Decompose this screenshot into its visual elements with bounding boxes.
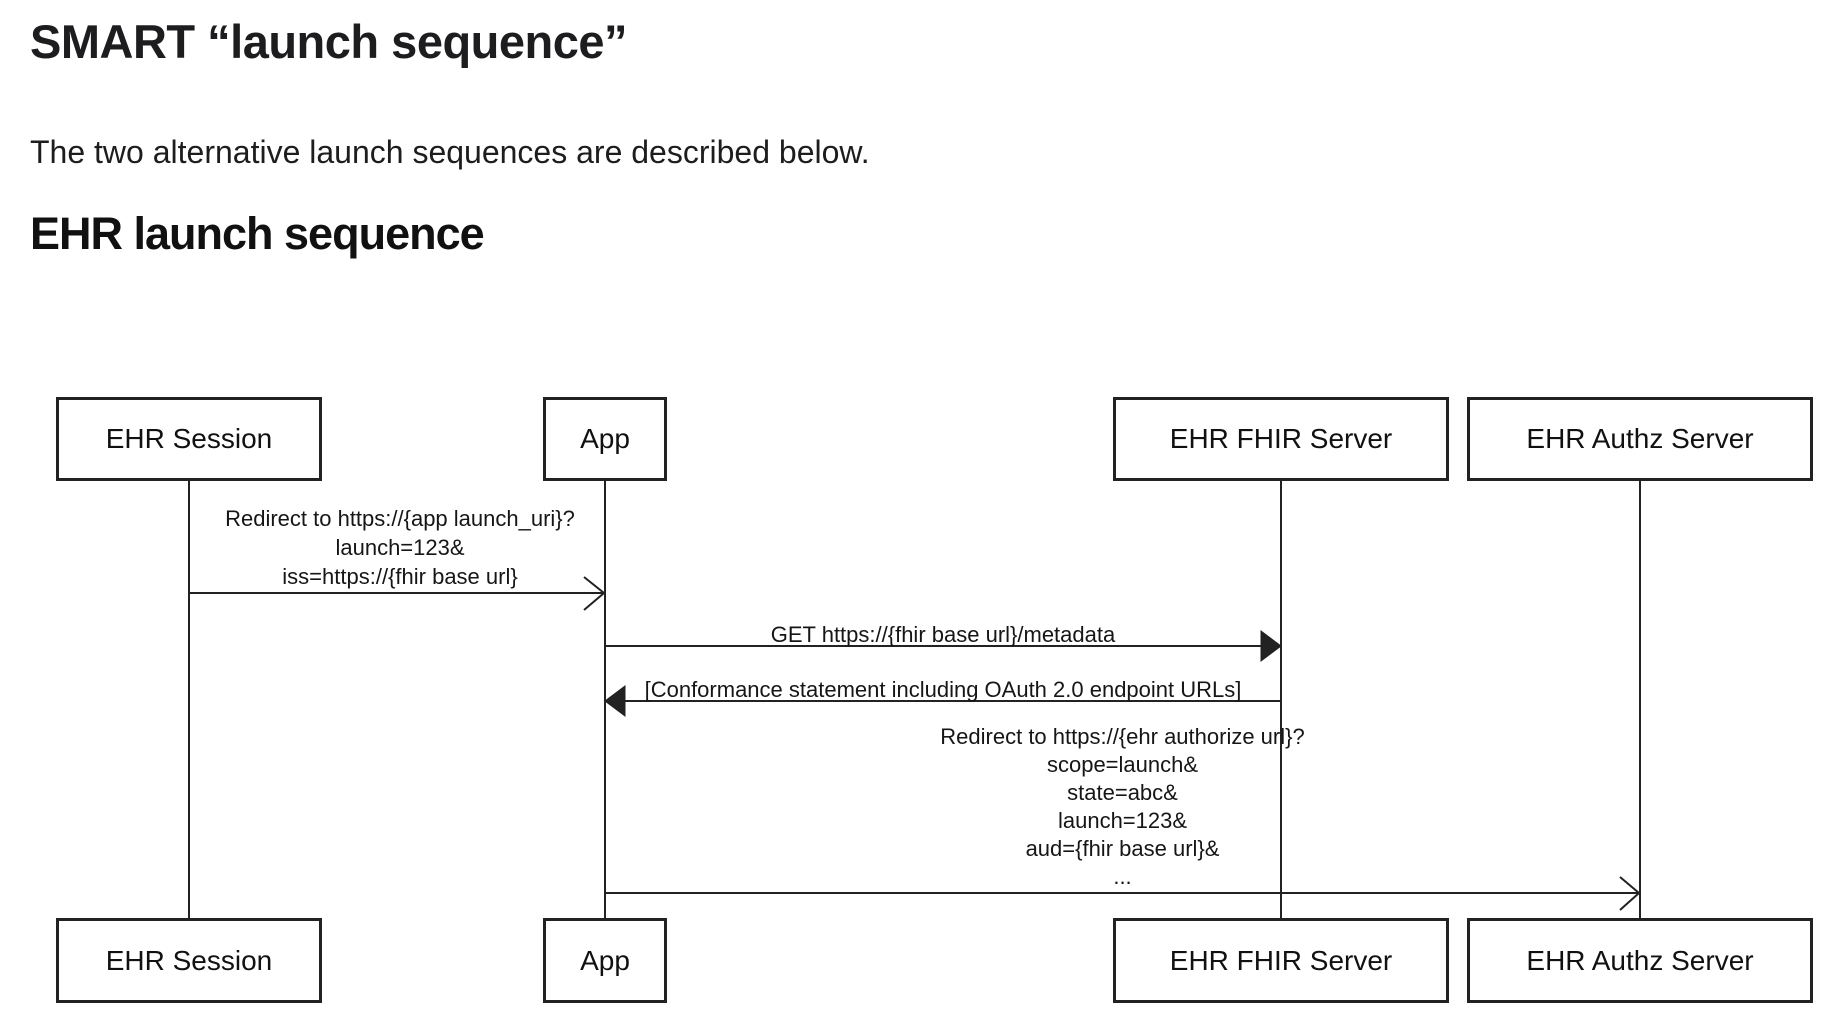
actor-label: EHR FHIR Server (1169, 423, 1393, 454)
actor-label: App (580, 423, 630, 454)
actor-label: EHR Session (105, 423, 273, 454)
message-line: Redirect to https://{app launch_uri}? (225, 506, 575, 531)
message-label-conformance-statement: [Conformance statement including OAuth 2… (605, 675, 1281, 704)
page-title: SMART “launch sequence” (30, 15, 628, 68)
actor-box-ehr-fhir-server-top: EHR FHIR Server (1113, 397, 1449, 481)
message-line: Redirect to https://{ehr authorize url}? (940, 724, 1305, 749)
message-line: launch=123& (335, 535, 465, 560)
actor-box-ehr-authz-server-top: EHR Authz Server (1467, 397, 1813, 481)
actor-box-app-top: App (543, 397, 667, 481)
message-label-redirect-to-authorize: Redirect to https://{ehr authorize url}?… (605, 723, 1640, 891)
actor-box-ehr-session-top: EHR Session (56, 397, 322, 481)
section-heading: EHR launch sequence (30, 208, 485, 259)
message-label-redirect-to-app: Redirect to https://{app launch_uri}? la… (190, 504, 610, 591)
actor-label: EHR Authz Server (1526, 423, 1754, 454)
message-label-get-metadata: GET https://{fhir base url}/metadata (605, 620, 1281, 649)
message-line: aud={fhir base url}& (1025, 836, 1220, 861)
message-line: [Conformance statement including OAuth 2… (644, 677, 1242, 702)
actor-box-ehr-authz-server-bottom: EHR Authz Server (1467, 918, 1813, 1003)
message-line: launch=123& (1057, 808, 1188, 833)
message-line: ... (1113, 864, 1132, 889)
actor-label: EHR Authz Server (1526, 944, 1754, 976)
message-line: state=abc& (1067, 780, 1178, 805)
actor-box-ehr-fhir-server-bottom: EHR FHIR Server (1113, 918, 1449, 1003)
actor-label: App (580, 944, 630, 976)
message-line: iss=https://{fhir base url} (282, 564, 518, 589)
actor-box-app-bottom: App (543, 918, 667, 1003)
actor-box-ehr-session-bottom: EHR Session (56, 918, 322, 1003)
intro-text: The two alternative launch sequences are… (30, 134, 870, 170)
actor-label: EHR FHIR Server (1169, 944, 1393, 976)
message-line: scope=launch& (1046, 752, 1199, 777)
message-line: GET https://{fhir base url}/metadata (770, 622, 1116, 647)
actor-label: EHR Session (105, 944, 273, 976)
